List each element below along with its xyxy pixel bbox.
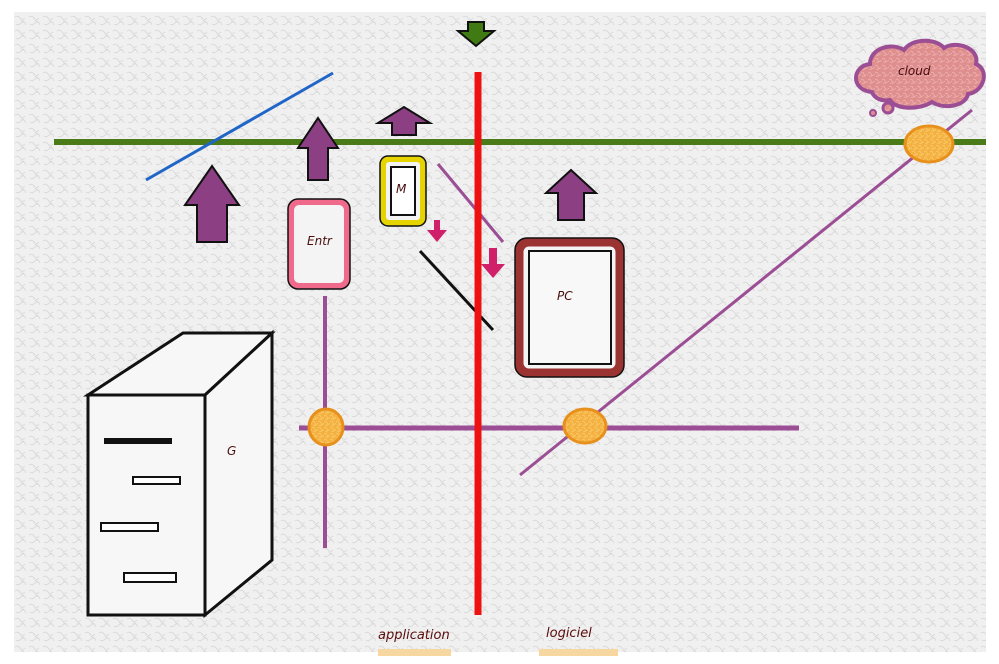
entr-label: Entr [307,234,332,248]
filing-cabinet-g [82,329,276,619]
entr-box [288,199,350,289]
application-label: application [378,628,450,643]
application-label-highlight [378,649,451,656]
pc-label: PC [557,289,573,303]
pink-down-arrow-m [427,220,447,242]
cloud-bubble-1 [881,101,895,115]
purple-short-diagonal-line [436,163,505,243]
cloud-shape [854,38,986,110]
blue-diagonal-line [145,71,334,182]
purple-up-arrow-pc [543,168,599,221]
purple-up-arrow-left [183,164,241,243]
cabinet-drawer-3 [100,522,159,532]
green-down-arrow [455,21,497,48]
cabinet-drawer-4 [123,572,177,583]
m-label: M [396,182,407,196]
pink-down-arrow-pc [481,248,505,278]
logiciel-label-highlight [539,649,618,656]
orange-node-center [562,407,608,445]
cloud-bubble-2 [869,109,877,117]
logiciel-label: logiciel [546,626,592,641]
cabinet-drawer-2 [132,476,181,485]
g-label: G [227,444,237,458]
cabinet-drawer-1 [104,438,172,444]
purple-up-arrow-entr [296,116,340,181]
orange-node-right [903,124,955,164]
cloud-label: cloud [898,64,931,78]
purple-up-arrow-m [374,105,434,136]
orange-node-entr [307,407,345,447]
